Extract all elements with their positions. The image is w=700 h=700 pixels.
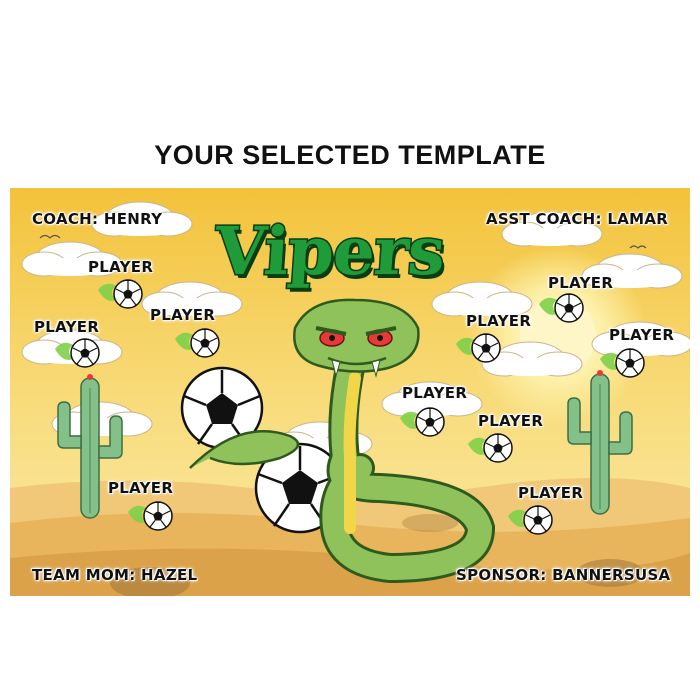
team-banner-preview[interactable]: Vipers COACH: HENRY ASST COACH: LAMAR TE… <box>10 188 690 596</box>
banner-artwork <box>10 188 690 596</box>
coach-label[interactable]: COACH: HENRY <box>32 210 163 228</box>
player-name-2[interactable]: PLAYER <box>34 318 100 336</box>
team-name-logo: Vipers <box>211 211 449 292</box>
player-name-7[interactable]: PLAYER <box>609 326 675 344</box>
player-name-10[interactable]: PLAYER <box>518 484 584 502</box>
player-name-9[interactable]: PLAYER <box>478 412 544 430</box>
page-heading: YOUR SELECTED TEMPLATE <box>154 140 546 170</box>
player-name-5[interactable]: PLAYER <box>548 274 614 292</box>
player-name-3[interactable]: PLAYER <box>150 306 216 324</box>
team-mom-label[interactable]: TEAM MOM: HAZEL <box>32 566 198 584</box>
player-name-1[interactable]: PLAYER <box>88 258 154 276</box>
snake-mascot <box>180 298 496 584</box>
sponsor-label[interactable]: SPONSOR: BANNERSUSA <box>456 566 671 584</box>
asst-coach-label[interactable]: ASST COACH: LAMAR <box>486 210 669 228</box>
player-name-4[interactable]: PLAYER <box>108 479 174 497</box>
player-name-8[interactable]: PLAYER <box>402 384 468 402</box>
player-name-6[interactable]: PLAYER <box>466 312 532 330</box>
